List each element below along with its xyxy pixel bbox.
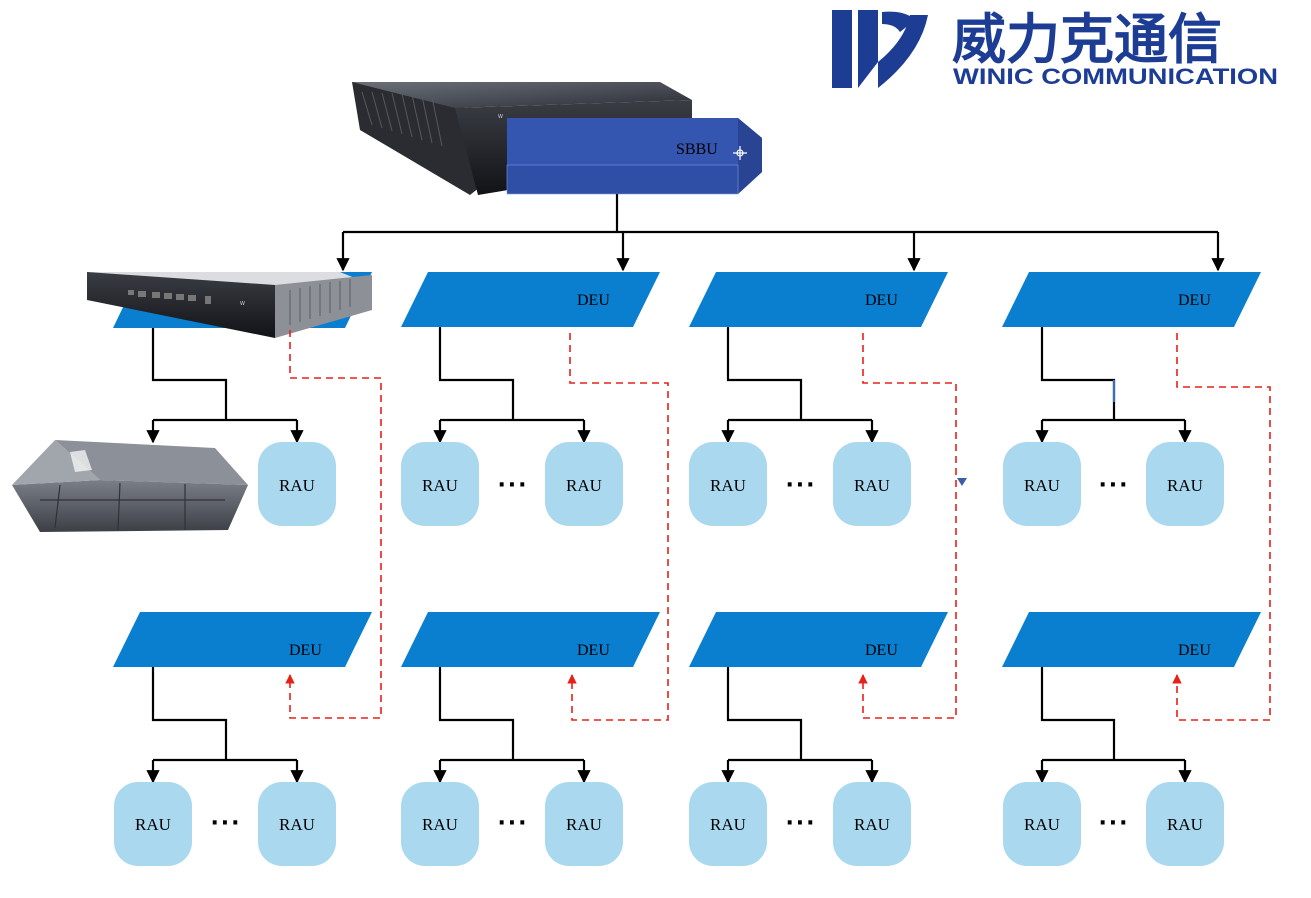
deu-label: DEU: [1178, 642, 1211, 659]
rau-bottom-3a: RAU: [689, 782, 767, 866]
rau-bottom-2a: RAU: [401, 782, 479, 866]
deu-label: DEU: [577, 292, 610, 309]
small-marker-icon: [957, 478, 967, 486]
deu-box-bottom-3: DEU: [689, 612, 948, 667]
deu-label: DEU: [1178, 292, 1211, 309]
sbbu-box: SBBU: [506, 118, 762, 195]
rau-bottom-3b: RAU: [833, 782, 911, 866]
rau-label: RAU: [566, 476, 602, 495]
rau-top-2b: RAU: [545, 442, 623, 526]
deu-label: DEU: [865, 642, 898, 659]
rau-label: RAU: [854, 815, 890, 834]
rau-label: RAU: [422, 476, 458, 495]
svg-text:W: W: [240, 301, 245, 307]
deu-box-top-2: DEU: [401, 272, 660, 327]
rau-label: RAU: [710, 815, 746, 834]
rau-bottom-1b: RAU: [258, 782, 336, 866]
rau-label: RAU: [279, 476, 315, 495]
rau-label: RAU: [1167, 815, 1203, 834]
deu-label: DEU: [865, 292, 898, 309]
ellipsis: ···: [210, 811, 241, 836]
deu-label: DEU: [289, 642, 322, 659]
rau-label: RAU: [279, 815, 315, 834]
rau-top-4b: RAU: [1146, 442, 1224, 526]
ellipsis: ···: [785, 473, 816, 498]
rau-label: RAU: [422, 815, 458, 834]
logo-name-cn: 威力克通信: [952, 8, 1222, 71]
rau-label: RAU: [854, 476, 890, 495]
ellipsis: ···: [497, 811, 528, 836]
rau-label: RAU: [1167, 476, 1203, 495]
rau-top-3a: RAU: [689, 442, 767, 526]
deu-box-top-3: DEU: [689, 272, 948, 327]
rau-top-3b: RAU: [833, 442, 911, 526]
sbbu-distribution-lines: [336, 194, 1225, 272]
rau-bottom-1a: RAU: [114, 782, 192, 866]
sbbu-label: SBBU: [676, 141, 718, 158]
rau-device-image: [12, 440, 248, 532]
logo-name-en: WINIC COMMUNICATION: [953, 64, 1278, 89]
ellipsis: ···: [497, 473, 528, 498]
rau-label: RAU: [710, 476, 746, 495]
rau-top-4a: RAU: [1003, 442, 1081, 526]
rau-label: RAU: [1024, 476, 1060, 495]
rau-top-2a: RAU: [401, 442, 479, 526]
deu-box-top-4: DEU: [1002, 272, 1261, 327]
deu-box-bottom-4: DEU: [1002, 612, 1261, 667]
svg-text:W: W: [498, 114, 503, 120]
bottom-branch-lines: [146, 667, 1192, 784]
deu-box-bottom-2: DEU: [401, 612, 660, 667]
logo-mark-icon: [832, 10, 928, 88]
rau-bottom-4a: RAU: [1003, 782, 1081, 866]
rau-label: RAU: [135, 815, 171, 834]
deu-box-bottom-1: DEU: [113, 612, 372, 667]
rau-bottom-2b: RAU: [545, 782, 623, 866]
rau-label: RAU: [566, 815, 602, 834]
rau-bottom-4b: RAU: [1146, 782, 1224, 866]
deu-device-image: W: [87, 272, 372, 338]
crosshair-icon: [733, 146, 747, 160]
top-branch-lines: [146, 327, 1192, 444]
cascade-dashed-links: [285, 330, 1271, 721]
ellipsis: ···: [1098, 811, 1129, 836]
deu-label: DEU: [577, 642, 610, 659]
ellipsis: ···: [785, 811, 816, 836]
rau-label: RAU: [1024, 815, 1060, 834]
ellipsis: ···: [1098, 473, 1129, 498]
company-logo: 威力克通信 WINIC COMMUNICATION: [832, 8, 1278, 89]
rau-top-1b: RAU: [258, 442, 336, 526]
